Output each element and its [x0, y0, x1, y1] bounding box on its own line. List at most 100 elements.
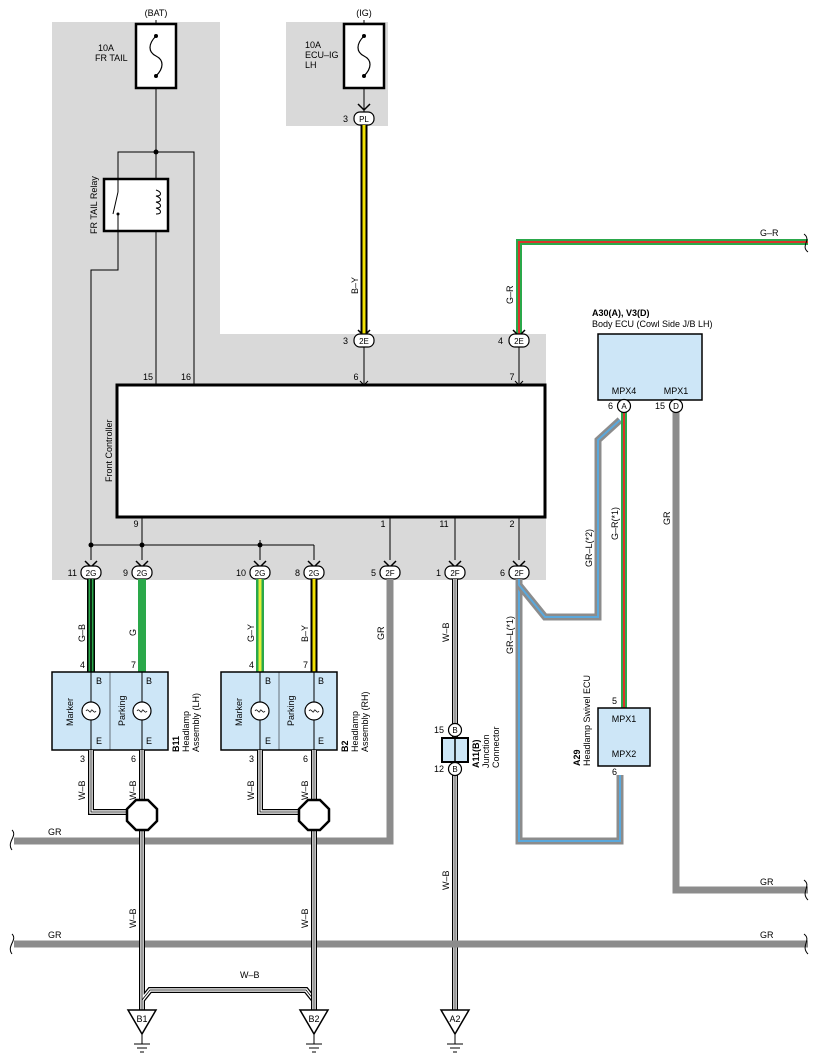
wire-label-gr: GR	[760, 877, 774, 887]
ground-b2	[298, 1009, 330, 1053]
wire-label-gr-l1: GR–L(*1)	[505, 616, 515, 654]
wire-w-b-rh	[257, 750, 317, 1010]
fuse-ig-amp: 10A	[305, 40, 321, 50]
connector-pl-label: PL	[359, 115, 369, 124]
hl-rh-name: Assembly (RH)	[360, 691, 370, 752]
body-ecu-pin-d: 15	[655, 401, 665, 411]
body-ecu	[597, 333, 703, 401]
connector-row	[80, 560, 530, 580]
ground-b1-label: B1	[136, 1014, 147, 1024]
hl-lh-code: B11	[171, 736, 181, 752]
wire-g-r-top	[516, 239, 808, 336]
wire-gr-l-2	[516, 417, 623, 621]
connector-2f-label: 2F	[385, 569, 394, 578]
body-ecu-mpx4: MPX4	[612, 386, 637, 396]
hl-rh-pin: 4	[249, 660, 254, 670]
connector-2f-label: 2F	[514, 569, 523, 578]
wire-label-g: G	[128, 629, 138, 636]
body-ecu-mpx1: MPX1	[664, 386, 689, 396]
body-ecu-conn-a: A	[621, 402, 627, 411]
connector-2e-label: 2E	[514, 337, 524, 346]
wire-gr-l-1	[515, 579, 624, 845]
connector-2g-label: 2G	[137, 569, 148, 578]
wire-label-gr: GR	[48, 930, 62, 940]
connector-pin: 10	[236, 568, 246, 578]
junction-conn-label: B	[452, 726, 457, 735]
ground-a2-label: A2	[449, 1014, 460, 1024]
connector-pin: 9	[123, 568, 128, 578]
hl-lh-b: B	[146, 676, 152, 686]
hl-rh-b: B	[265, 676, 271, 686]
swivel-pin-6: 6	[612, 767, 617, 777]
hl-lh-e: E	[146, 736, 152, 746]
fc-pin-16: 16	[181, 372, 191, 382]
connector-2g-label: 2G	[86, 569, 97, 578]
wire-label-w-b: W–B	[240, 970, 260, 980]
fc-pin-9: 9	[133, 519, 138, 529]
wire-label-gr: GR	[48, 827, 62, 837]
hl-lh-e: E	[96, 736, 102, 746]
wire-w-b-lh	[88, 750, 317, 1010]
connector-pl-pin: 3	[343, 114, 348, 124]
front-controller-label: Front Controller	[104, 419, 114, 482]
wire-label-g-r-top: G–R	[760, 228, 779, 238]
ground-b1	[126, 1009, 158, 1053]
hl-lh-name: Assembly (LH)	[191, 693, 201, 752]
bat-label: (BAT)	[145, 8, 168, 18]
junction-name: Junction	[481, 734, 491, 768]
hl-rh-name: Headlamp	[350, 711, 360, 752]
splice-point	[297, 798, 331, 832]
junction-conn-label: B	[452, 765, 457, 774]
hl-rh-b: B	[318, 676, 324, 686]
wire-label-w-b: W–B	[441, 870, 451, 890]
junction-connector	[441, 722, 469, 777]
ig-label: (IG)	[356, 8, 372, 18]
fc-pin-11: 11	[439, 519, 448, 529]
fc-pin-1: 1	[380, 519, 385, 529]
hl-lh-pin: 4	[80, 660, 85, 670]
wire-label-w-b: W–B	[128, 908, 138, 928]
wire-label-gr: GR	[760, 930, 774, 940]
connector-pin: 11	[68, 568, 77, 578]
hl-rh-pin: 3	[249, 754, 254, 764]
junction-code: A11(B)	[471, 739, 481, 768]
headlamp-swivel-ecu	[597, 707, 651, 767]
connector-2f-label: 2F	[450, 569, 459, 578]
wire-label-w-b: W–B	[246, 780, 256, 800]
swivel-name: Headlamp Swivel ECU	[582, 675, 592, 766]
hl-rh-pin: 6	[303, 754, 308, 764]
connector-pin: 1	[436, 568, 441, 578]
fuse-bat-name: FR TAIL	[95, 53, 128, 63]
wire-label-gr-l2: GR–L(*2)	[584, 529, 594, 567]
junction-pin-15: 15	[434, 725, 444, 735]
wire-label-b-y-rh: B–Y	[300, 625, 310, 642]
connector-2g-label: 2G	[309, 569, 320, 578]
wire-label-w-b: W–B	[441, 622, 451, 642]
fuse-ig-name2: LH	[305, 60, 317, 70]
junction-name: Connector	[491, 726, 501, 768]
hl-rh-e: E	[265, 736, 271, 746]
wire-label-b-y: B–Y	[350, 277, 360, 294]
relay-label: FR TAIL Relay	[89, 176, 99, 234]
connector-2g-label: 2G	[255, 569, 266, 578]
hl-rh-marker: Marker	[234, 698, 244, 726]
swivel-mpx2: MPX2	[612, 749, 637, 759]
hl-lh-b: B	[96, 676, 102, 686]
wire-label-g-r-vert: G–R	[505, 285, 515, 304]
connector-pin: 5	[371, 568, 376, 578]
wire-label-g-y: G–Y	[246, 624, 256, 642]
body-ecu-code: A30(A), V3(D)	[592, 308, 650, 318]
body-ecu-pin-a: 6	[608, 401, 613, 411]
hl-rh-code: B2	[340, 740, 350, 752]
hl-lh-pin: 6	[131, 754, 136, 764]
wire-gr-2	[672, 412, 808, 894]
fr-tail-relay	[90, 88, 195, 545]
wire-label-g-r1: G–R(*1)	[610, 507, 620, 540]
junction-pin-12: 12	[434, 764, 444, 774]
hl-rh-e: E	[318, 736, 324, 746]
fc-pin-7: 7	[509, 372, 514, 382]
headlamp-assembly-rh	[220, 671, 338, 751]
hl-lh-name: Headlamp	[181, 711, 191, 752]
wire-label-w-b: W–B	[300, 780, 310, 800]
